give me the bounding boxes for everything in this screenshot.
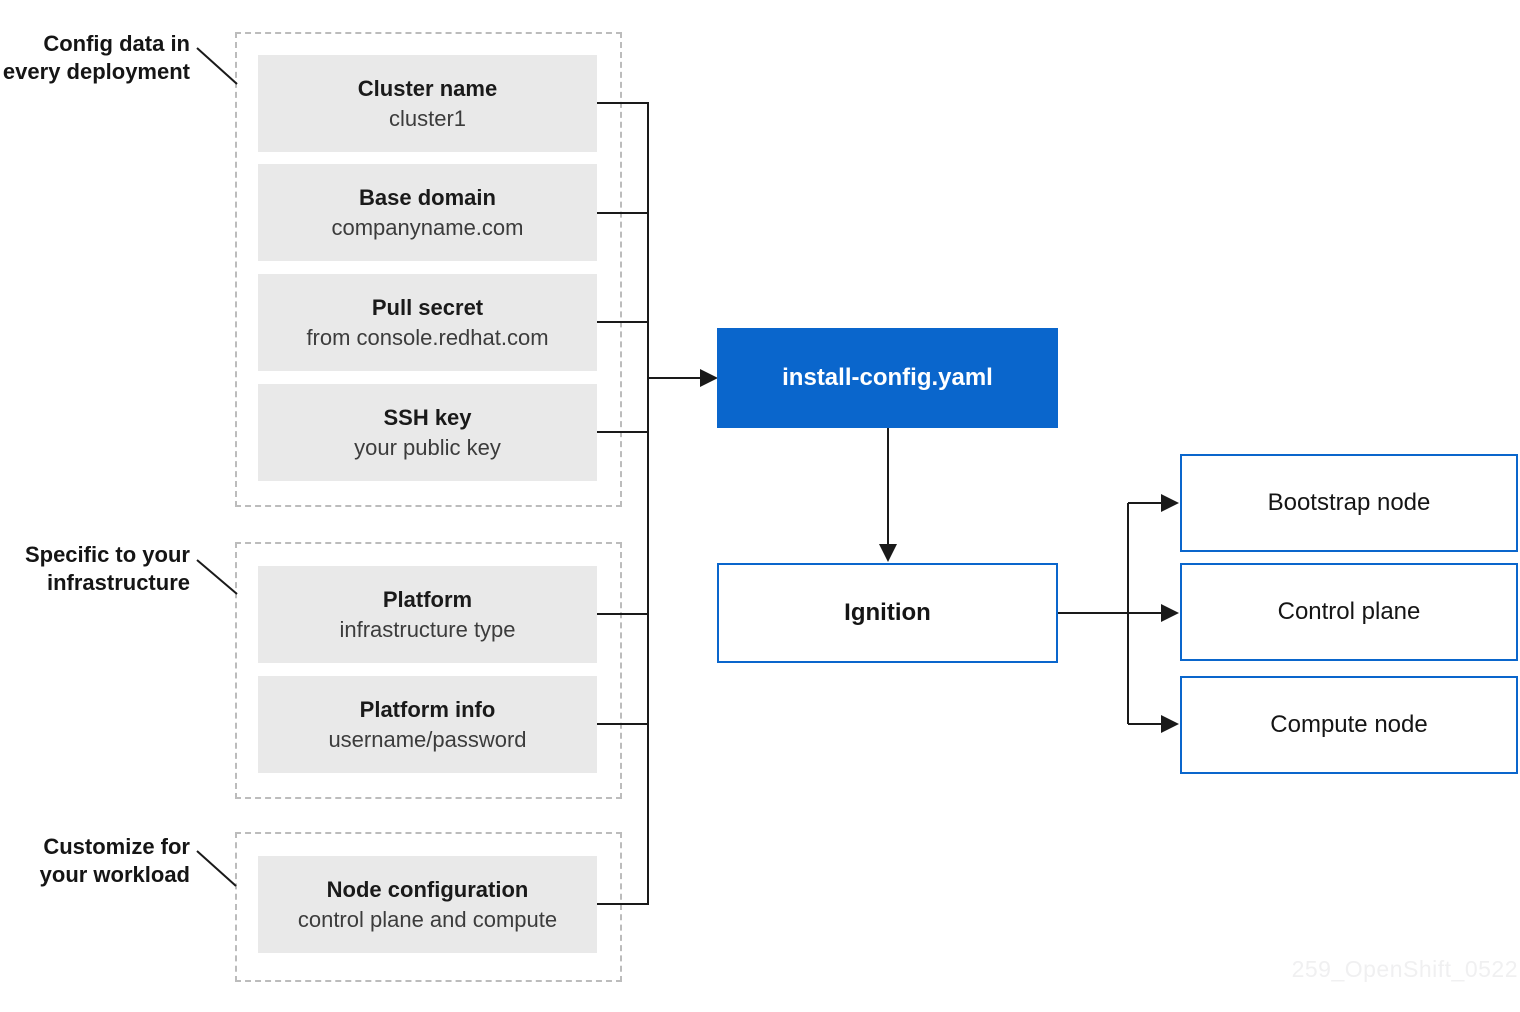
config-box-platform: Platform infrastructure type	[258, 566, 597, 663]
group-infrastructure: Platform infrastructure type Platform in…	[235, 542, 622, 799]
config-box-ssh-key: SSH key your public key	[258, 384, 597, 481]
arrowhead-compute-node	[1161, 715, 1179, 733]
config-box-title: Base domain	[359, 184, 496, 210]
group-workload: Node configuration control plane and com…	[235, 832, 622, 982]
config-box-title: Platform	[382, 586, 473, 612]
annotation-config-data: Config data in every deployment	[2, 31, 190, 84]
arrowhead-bootstrap-node	[1161, 494, 1179, 512]
arrowhead-install-config	[700, 369, 718, 387]
watermark: 259_OpenShift_0522	[1291, 956, 1518, 982]
annotation-pointer-lines	[196, 47, 238, 887]
config-box-subtitle: from console.redhat.com	[306, 324, 549, 350]
annotation-infrastructure: Specific to your infrastructure	[24, 542, 190, 595]
config-box-title: SSH key	[383, 404, 472, 430]
config-box-subtitle: your public key	[354, 434, 501, 460]
config-box-subtitle: companyname.com	[331, 214, 524, 240]
annotation-workload: Customize for your workload	[39, 834, 190, 887]
config-box-platform-info: Platform info username/password	[258, 676, 597, 773]
config-box-title: Pull secret	[371, 294, 484, 320]
arrowhead-control-plane	[1161, 604, 1179, 622]
control-plane-box: Control plane	[1180, 563, 1518, 661]
config-box-subtitle: cluster1	[388, 105, 467, 131]
branch-rail	[1058, 502, 1162, 725]
config-box-pull-secret: Pull secret from console.redhat.com	[258, 274, 597, 371]
group-every-deployment: Cluster name cluster1 Base domain compan…	[235, 32, 622, 507]
config-box-title: Platform info	[359, 696, 496, 722]
install-config-yaml-box: install-config.yaml	[717, 328, 1058, 428]
config-box-subtitle: control plane and compute	[297, 906, 558, 932]
config-box-base-domain: Base domain companyname.com	[258, 164, 597, 261]
bootstrap-node-box: Bootstrap node	[1180, 454, 1518, 552]
config-box-node-configuration: Node configuration control plane and com…	[258, 856, 597, 953]
config-box-subtitle: username/password	[328, 726, 527, 752]
ignition-box: Ignition	[717, 563, 1058, 663]
compute-node-box: Compute node	[1180, 676, 1518, 774]
config-box-title: Node configuration	[326, 876, 529, 902]
config-box-cluster-name: Cluster name cluster1	[258, 55, 597, 152]
config-box-title: Cluster name	[357, 75, 498, 101]
arrowhead-ignition	[879, 544, 897, 562]
config-box-subtitle: infrastructure type	[339, 616, 516, 642]
